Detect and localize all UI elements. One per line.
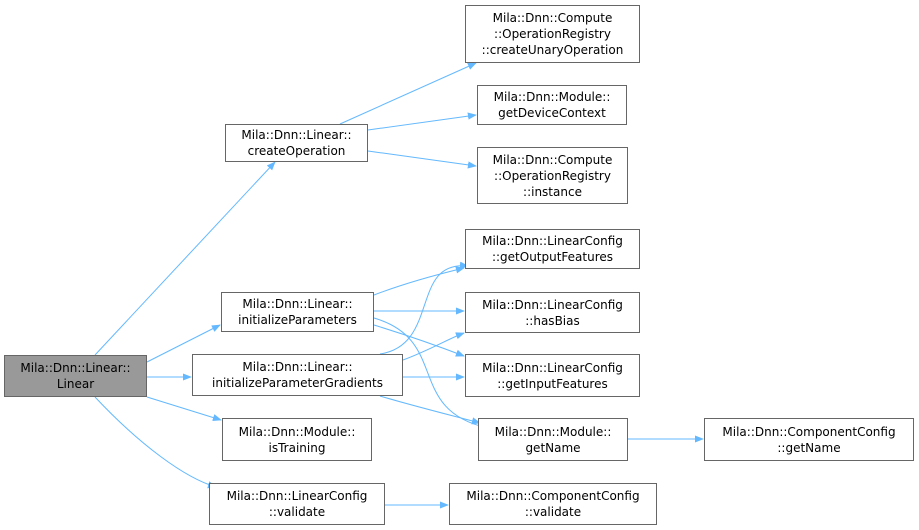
node-label-line: Mila::Dnn::LinearConfig <box>226 489 368 503</box>
node-label-line: Mila::Dnn::Linear:: <box>20 361 131 375</box>
edge-gradients-to-get-output-features <box>379 261 469 355</box>
node-label-line: Mila::Dnn::Compute <box>492 152 613 167</box>
node-get-input-features[interactable]: Mila::Dnn::LinearConfig::getInputFeature… <box>465 354 640 397</box>
node-is-training[interactable]: Mila::Dnn::Module::isTraining <box>222 418 372 461</box>
node-label-line: ::getOutputFeatures <box>491 250 614 264</box>
node-component-config-validate[interactable]: Mila::Dnn::ComponentConfig::validate <box>449 483 657 525</box>
node-label-line: Mila::Dnn::Module:: <box>238 424 356 439</box>
edge-linear-to-create-operation <box>94 161 276 356</box>
node-label-line: createOperation <box>247 144 346 158</box>
node-label-line: ::hasBias <box>525 313 580 328</box>
node-label-line: Mila::Dnn::Linear:: <box>242 297 353 311</box>
node-label-line: initializeParameters <box>238 313 357 327</box>
edge-linear-to-initialize-parameters <box>146 324 221 363</box>
node-has-bias[interactable]: Mila::Dnn::LinearConfig::hasBias <box>465 292 640 333</box>
node-component-config-get-name[interactable]: Mila::Dnn::ComponentConfig::getName <box>704 418 914 461</box>
node-module-get-name[interactable]: Mila::Dnn::Module::getName <box>478 418 628 461</box>
node-initialize-parameter-gradients[interactable]: Mila::Dnn::Linear::initializeParameterGr… <box>192 354 403 396</box>
node-label-line: Mila::Dnn::LinearConfig <box>482 360 623 375</box>
node-operation-registry-instance[interactable]: Mila::Dnn::Compute::OperationRegistry::i… <box>477 147 628 204</box>
node-label-line: Mila::Dnn::LinearConfig <box>482 297 623 312</box>
edge-linear-to-is-training <box>146 396 222 422</box>
edge-linear-to-validate <box>94 396 217 489</box>
node-label-line: Mila::Dnn::Linear:: <box>242 360 353 374</box>
node-label-line: ::instance <box>523 184 582 199</box>
node-label-line: isTraining <box>268 440 326 455</box>
edge-initialize-parameters-to-get-name <box>373 317 489 430</box>
node-label-line: Mila::Dnn::LinearConfig <box>482 234 623 248</box>
node-label-line: ::OperationRegistry <box>494 27 611 41</box>
edge-initialize-parameters-to-get-input-features <box>373 324 465 357</box>
node-create-operation[interactable]: Mila::Dnn::Linear::createOperation <box>225 124 368 162</box>
node-get-device-context[interactable]: Mila::Dnn::Module::getDeviceContext <box>477 85 627 125</box>
edge-create-operation-to-get-device-context <box>367 112 477 131</box>
node-label-line: getName <box>525 440 581 455</box>
node-initialize-parameters[interactable]: Mila::Dnn::Linear::initializeParameters <box>221 292 374 332</box>
node-label-line: Mila::Dnn::Module:: <box>494 424 612 439</box>
node-linear-config-validate[interactable]: Mila::Dnn::LinearConfig::validate <box>209 483 385 525</box>
node-label-line: Linear <box>56 377 95 391</box>
node-label-line: ::getName <box>777 440 841 455</box>
edge-create-operation-to-instance <box>367 150 477 169</box>
node-label-line: ::validate <box>268 505 326 519</box>
node-get-output-features[interactable]: Mila::Dnn::LinearConfig::getOutputFeatur… <box>465 229 640 269</box>
node-linear-constructor: Mila::Dnn::Linear::Linear <box>4 355 147 397</box>
node-label-line: Mila::Dnn::Linear:: <box>241 128 352 142</box>
edge-gradients-to-get-name <box>379 395 481 425</box>
node-label-line: Mila::Dnn::Module:: <box>493 90 611 104</box>
node-label-line: ::validate <box>524 505 582 519</box>
edge-initialize-parameters-to-get-output-features <box>373 266 465 296</box>
node-label-line: ::OperationRegistry <box>494 168 611 183</box>
edge-create-operation-to-create-unary-operation <box>339 62 477 125</box>
node-label-line: Mila::Dnn::Compute <box>492 11 613 25</box>
node-label-line: ::createUnaryOperation <box>481 43 624 57</box>
node-label-line: Mila::Dnn::ComponentConfig <box>466 489 640 503</box>
node-label-line: getDeviceContext <box>498 106 606 120</box>
node-label-line: Mila::Dnn::ComponentConfig <box>722 424 896 439</box>
node-create-unary-operation[interactable]: Mila::Dnn::Compute::OperationRegistry::c… <box>465 5 640 63</box>
node-label-line: initializeParameterGradients <box>212 376 383 390</box>
edge-gradients-to-has-bias <box>402 332 465 361</box>
node-label-line: ::getInputFeatures <box>497 376 608 391</box>
